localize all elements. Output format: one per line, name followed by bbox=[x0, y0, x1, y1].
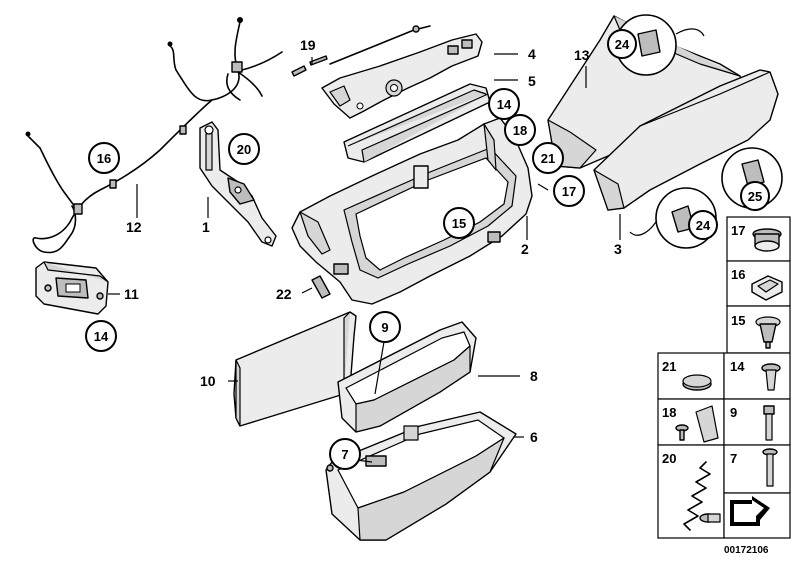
bracket-18-icon bbox=[675, 405, 719, 443]
legend-15: 15 bbox=[731, 313, 745, 328]
label-part-4: 4 bbox=[528, 46, 536, 62]
label-part-5: 5 bbox=[528, 73, 536, 89]
callout-20-text: 20 bbox=[237, 142, 251, 157]
lid-inner-part bbox=[593, 69, 779, 211]
callout-14-bottom: 14 bbox=[85, 320, 117, 352]
label-part-13: 13 bbox=[574, 47, 590, 63]
spring-20-icon bbox=[683, 461, 721, 531]
label-part-3: 3 bbox=[614, 241, 622, 257]
cable-harness-part bbox=[25, 17, 283, 254]
callout-7-text: 7 bbox=[341, 447, 348, 462]
label-part-8: 8 bbox=[530, 368, 538, 384]
callout-14-top-text: 14 bbox=[497, 97, 512, 112]
callout-17: 17 bbox=[553, 175, 585, 207]
spring-clip-icon bbox=[751, 275, 783, 301]
legend-7: 7 bbox=[730, 451, 737, 466]
legend-14: 14 bbox=[730, 359, 745, 374]
callout-14-bottom-text: 14 bbox=[94, 329, 109, 344]
switch-module-part bbox=[35, 261, 109, 315]
label-part-19: 19 bbox=[300, 37, 316, 53]
callout-21: 21 bbox=[532, 142, 564, 174]
part-number-labels: 12 1 19 4 5 13 2 3 11 22 10 8 6 bbox=[124, 37, 622, 445]
lower-tray-part bbox=[325, 411, 517, 541]
label-part-22: 22 bbox=[276, 286, 292, 302]
legend-panel: 17 16 15 21 14 18 9 20 7 bbox=[657, 216, 791, 539]
callout-24-bottom-text: 24 bbox=[696, 218, 711, 233]
callout-15: 15 bbox=[443, 207, 475, 239]
callout-17-text: 17 bbox=[562, 184, 576, 199]
clip-part-22 bbox=[311, 275, 331, 299]
label-part-10: 10 bbox=[200, 373, 216, 389]
leader-lines bbox=[108, 53, 621, 463]
legend-9: 9 bbox=[730, 405, 737, 420]
label-part-2: 2 bbox=[521, 241, 529, 257]
callout-20: 20 bbox=[228, 133, 260, 165]
bolt-9-icon bbox=[763, 405, 775, 441]
grommet-icon bbox=[752, 228, 782, 252]
label-part-12: 12 bbox=[126, 219, 142, 235]
callout-16-text: 16 bbox=[97, 151, 111, 166]
push-rivet-icon bbox=[755, 316, 781, 349]
label-part-11: 11 bbox=[124, 286, 139, 302]
callout-15-text: 15 bbox=[452, 216, 466, 231]
callout-24-top: 24 bbox=[607, 29, 637, 59]
hinge-strip-part bbox=[321, 33, 483, 119]
arrow-symbol-icon bbox=[730, 496, 770, 526]
callout-24-top-text: 24 bbox=[615, 37, 630, 52]
label-part-6: 6 bbox=[530, 429, 538, 445]
callout-9-text: 9 bbox=[381, 320, 388, 335]
callout-25: 25 bbox=[740, 181, 770, 211]
screw-7-icon bbox=[762, 448, 778, 487]
screw-14-icon bbox=[761, 363, 781, 391]
catalog-number: 00172106 bbox=[724, 545, 769, 556]
callout-24-bottom: 24 bbox=[688, 210, 718, 240]
legend-17: 17 bbox=[731, 223, 745, 238]
callout-21-text: 21 bbox=[541, 151, 555, 166]
cap-icon bbox=[682, 374, 712, 391]
rod-part bbox=[291, 25, 431, 77]
compartment-tray-part bbox=[337, 321, 477, 433]
callout-18: 18 bbox=[504, 114, 536, 146]
label-part-1: 1 bbox=[202, 219, 210, 235]
trim-strip-part bbox=[343, 83, 491, 163]
legend-16: 16 bbox=[731, 267, 745, 282]
callout-9: 9 bbox=[369, 311, 401, 343]
clip-inset-24-top bbox=[615, 14, 705, 76]
callout-18-text: 18 bbox=[513, 123, 527, 138]
callout-25-text: 25 bbox=[748, 189, 762, 204]
glovebox-housing-part bbox=[291, 117, 533, 305]
callout-7: 7 bbox=[329, 438, 361, 470]
hinge-bracket-part bbox=[199, 121, 277, 247]
legend-20: 20 bbox=[662, 451, 676, 466]
side-panel-part bbox=[233, 311, 357, 427]
legend-18: 18 bbox=[662, 405, 676, 420]
callout-14-top: 14 bbox=[488, 88, 520, 120]
legend-21: 21 bbox=[662, 359, 676, 374]
callout-16: 16 bbox=[88, 142, 120, 174]
